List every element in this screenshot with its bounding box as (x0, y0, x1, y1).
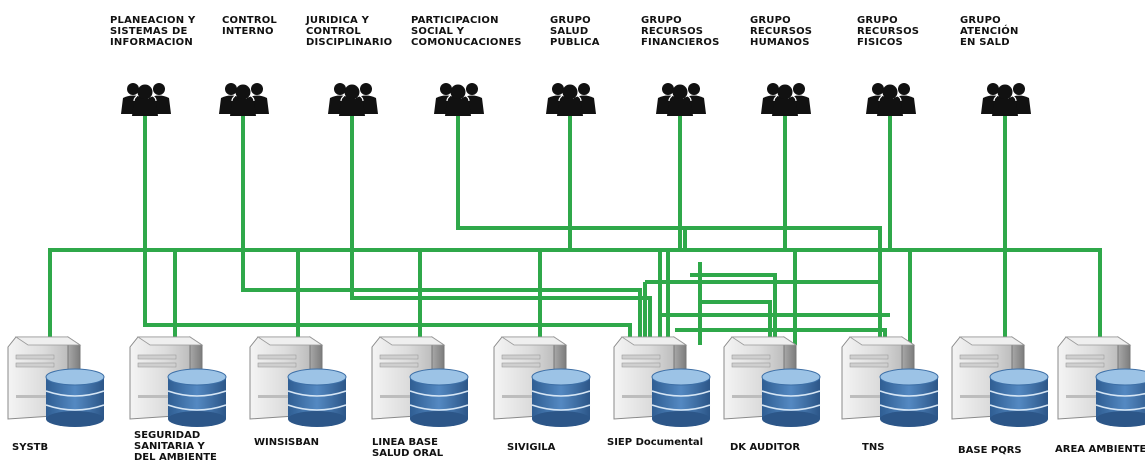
system-label-linea-base: LINEA BASE SALUD ORAL (372, 437, 444, 459)
systems-layer (7, 336, 1145, 428)
group-label-humanos: GRUPO RECURSOS HUMANOS (750, 15, 813, 48)
group-label-participacion: PARTICIPACION SOCIAL Y COMONUCACIONES (411, 15, 522, 48)
connection-line (700, 300, 772, 345)
group-label-planeacion: PLANEACION Y SISTEMAS DE INFORMACION (110, 15, 196, 48)
system-label-dk-auditor: DK AUDITOR (730, 442, 801, 453)
connection-line (48, 248, 1102, 385)
group-label-salud-publica: GRUPO SALUD PUBLICA (550, 15, 600, 48)
database-server-icon (493, 336, 591, 428)
connection-line (690, 273, 777, 345)
connection-lines (48, 115, 1102, 385)
system-label-sivigila: SIVIGILA (507, 442, 556, 453)
people-group-icon (433, 82, 485, 117)
database-server-icon (7, 336, 105, 428)
group-label-fisicos: GRUPO RECURSOS FISICOS (857, 15, 920, 48)
system-label-area-ambiente: AREA AMBIENTE (1055, 444, 1145, 455)
database-server-icon (951, 336, 1049, 428)
people-group-icon (327, 82, 379, 117)
system-label-systb: SYSTB (12, 442, 49, 453)
system-label-seguridad: SEGURIDAD SANITARIA Y DEL AMBIENTE (134, 430, 217, 463)
connection-line (350, 115, 652, 345)
people-group-icon (655, 82, 707, 117)
connection-line (456, 115, 882, 345)
group-label-control-interno: CONTROL INTERNO (222, 15, 278, 37)
database-server-icon (1057, 336, 1145, 428)
system-label-siep: SIEP Documental (607, 437, 704, 448)
people-group-icon (980, 82, 1032, 117)
people-group-icon (218, 82, 270, 117)
database-server-icon (129, 336, 227, 428)
database-server-icon (249, 336, 347, 428)
connection-line (241, 115, 642, 345)
people-group-icon (865, 82, 917, 117)
group-label-juridica: JURIDICA Y CONTROL DISCIPLINARIO (306, 15, 393, 48)
group-label-financieros: GRUPO RECURSOS FINANCIEROS (641, 15, 720, 48)
system-label-winsisban: WINSISBAN (254, 437, 319, 448)
database-server-icon (371, 336, 469, 428)
database-server-icon (613, 336, 711, 428)
group-label-atencion: GRUPO ATENCIÓN EN SALD (960, 15, 1019, 48)
system-label-tns: TNS (862, 442, 885, 453)
database-server-icon (723, 336, 821, 428)
connection-line (143, 115, 632, 345)
groups-layer (120, 82, 1032, 117)
people-group-icon (545, 82, 597, 117)
people-group-icon (760, 82, 812, 117)
people-group-icon (120, 82, 172, 117)
database-server-icon (841, 336, 939, 428)
system-label-base-pqrs: BASE PQRS (958, 445, 1022, 456)
